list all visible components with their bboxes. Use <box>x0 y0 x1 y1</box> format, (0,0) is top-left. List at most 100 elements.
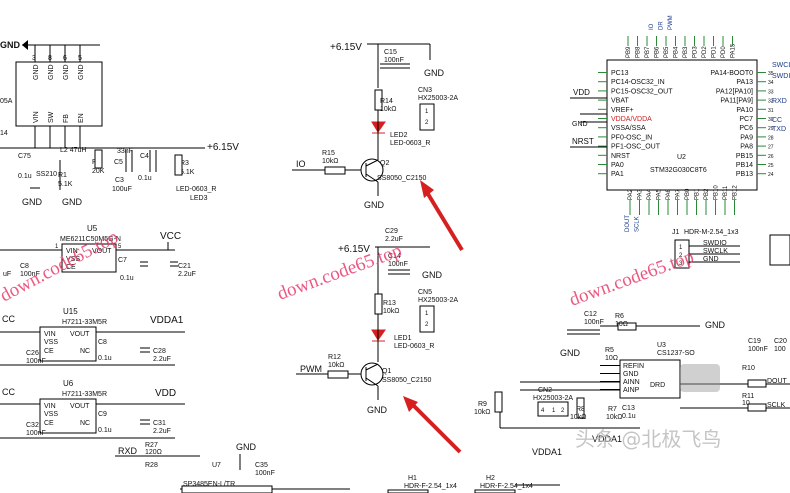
r5-label: R5 <box>605 347 614 354</box>
led3-label: LED3 <box>190 195 208 202</box>
pin-label: CE <box>66 264 76 271</box>
led2-label: LED2 <box>390 132 408 139</box>
mcu-pin-label: PD0 <box>721 46 727 58</box>
r12-value: 10kΩ <box>328 362 345 369</box>
pin-label: VIN <box>44 403 56 410</box>
pin-label: FB <box>63 114 70 123</box>
c4-value: 0.1u <box>138 175 152 182</box>
u7-part: SP3485EN-L/TR <box>183 481 235 488</box>
net-vcc-label: VCC <box>160 231 181 242</box>
net-615v-label: +6.15V <box>338 244 370 255</box>
mcu-pin-label: PA15 <box>731 43 737 58</box>
r6-value: 10Ω <box>615 321 628 328</box>
mcu-pin-num: 24 <box>768 172 774 178</box>
mcu-pin-label: PB7 <box>645 46 651 58</box>
gnd-label: GND <box>705 320 726 330</box>
adc-pin-label: AINN <box>623 379 640 386</box>
net-rxd-label: RXD <box>118 446 138 456</box>
pin-label: VIN <box>33 111 40 123</box>
mcu-pin-label: PA8 <box>740 144 753 151</box>
mcu-pin-label: PC7 <box>739 116 753 123</box>
r27-value: 120Ω <box>145 449 162 456</box>
r2-value: 20K <box>92 168 105 175</box>
ldo-u15: CC U15 H7211-33M5R VIN VSS CE VOUT NC VD… <box>0 307 185 366</box>
pin-num: 1 <box>425 109 429 115</box>
swclk-net: SWCLK <box>703 248 728 255</box>
mcu-pin-label: PF0-OSC_IN <box>611 134 652 141</box>
mcu-pin-num: 31 <box>768 108 774 114</box>
c9-value: 0.1u <box>98 427 112 434</box>
mcu-pin-label: PA0 <box>611 162 624 169</box>
r1-value: 5.1K <box>58 181 73 188</box>
c26-label: C26 <box>26 350 39 357</box>
h1-label: H1 <box>408 475 417 482</box>
c15-value: 100nF <box>384 57 404 64</box>
pin-label: VSS <box>44 339 58 346</box>
mcu-pin-label: PA4 <box>647 188 653 200</box>
mcu-net-label: DOUT <box>625 215 631 232</box>
c4-label: C4 <box>140 153 149 160</box>
connector-cn5 <box>419 305 435 333</box>
r9-value: 10kΩ <box>474 409 491 416</box>
net-io-label: IO <box>296 159 306 169</box>
pin-num: 3 <box>32 55 36 62</box>
pin-num: 1 <box>55 244 59 250</box>
mcu-pin-label: PA14-BOOT0 <box>710 70 753 77</box>
c14-label: C14 <box>388 253 401 260</box>
led-driver-q1: +6.15V C29 2.2uF C14 100nF GND CN5 HX250… <box>296 228 458 415</box>
c12-label: C12 <box>584 311 597 318</box>
mcu-pin-num: 30 <box>768 117 774 123</box>
pin-label: CE <box>44 348 54 355</box>
fragment-label: 05A <box>0 98 13 105</box>
c32-value: 100nF <box>26 430 46 437</box>
c19-label: C19 <box>748 338 761 345</box>
mcu-pin-label: PB15 <box>736 153 753 160</box>
mcu-pin-num: 26 <box>768 154 774 160</box>
mcu-net-label: SWDIO <box>772 73 790 80</box>
led1-label: LED1 <box>394 335 412 342</box>
mcu-net-label: TXD <box>772 126 786 133</box>
c35-label: C35 <box>255 462 268 469</box>
pin-num: 5 <box>118 244 122 250</box>
rs485-section: RXD R27 120Ω R28 U7 SP3485EN-L/TR C35 10… <box>115 442 350 493</box>
gnd-label: GND <box>422 270 443 280</box>
r13-label: R13 <box>383 300 396 307</box>
mcu-pin-label: PB14 <box>736 162 753 169</box>
pin-label: SW <box>48 111 55 123</box>
fragment-label: 14 <box>0 130 8 137</box>
pin-label: VSS <box>66 256 80 263</box>
c35-value: 100nF <box>255 470 275 477</box>
c9-label: C9 <box>98 411 107 418</box>
mcu-pin-label: PA5 <box>657 188 663 200</box>
net-vdd-label: VDD <box>573 88 590 97</box>
mcu-net-label: PWM <box>668 15 674 30</box>
u6-part: H7211-33M5R <box>62 391 107 398</box>
cn5-label: CN5 <box>418 289 432 296</box>
c13-value: 0.1u <box>622 413 636 420</box>
mcu-pin-label: PC14-OSC32_IN <box>611 79 665 86</box>
pin-num: 2 <box>561 408 565 414</box>
r6-label: R6 <box>615 313 624 320</box>
net-cc-fragment: CC <box>2 387 15 397</box>
c1-value: 0.1u <box>18 173 32 180</box>
r9-label: R9 <box>478 401 487 408</box>
mcu-pin-label: PB8 <box>636 46 642 58</box>
pin-label: CE <box>44 420 54 427</box>
c21-label: C21 <box>178 263 191 270</box>
mcu-pin-label: PA10 <box>736 107 753 114</box>
ldo-u6: CC U6 H7211-33M5R VIN VSS CE VOUT NC VDD… <box>0 379 185 439</box>
pin-label: GND <box>78 64 85 80</box>
c7-label: C7 <box>118 257 127 264</box>
c31-label: C31 <box>153 420 166 427</box>
mcu-net-label: CC <box>772 117 782 124</box>
r14-value: 10kΩ <box>380 106 397 113</box>
r11-value: 10 <box>742 400 750 407</box>
q2-label: Q2 <box>380 160 389 167</box>
c20-value: 100 <box>774 346 786 353</box>
diode-label: SS210 <box>36 171 57 178</box>
mcu-pin-num: 34 <box>768 80 774 86</box>
mcu-pin-num: 32 <box>768 99 774 105</box>
mcu-pin-num: 27 <box>768 145 774 151</box>
mcu-net-label: RXD <box>772 98 787 105</box>
